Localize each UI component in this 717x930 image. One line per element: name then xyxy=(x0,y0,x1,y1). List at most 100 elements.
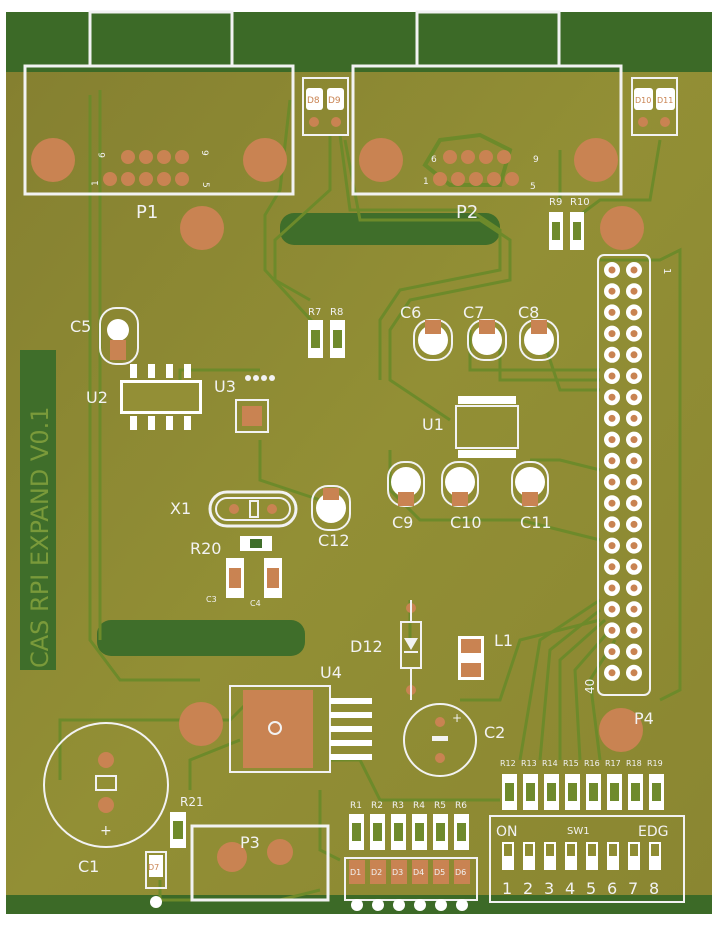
led-d7: D7 xyxy=(145,851,167,908)
led-lens xyxy=(414,899,426,911)
capacitor-c2: + C2 xyxy=(403,703,505,777)
crystal-x1: X1 xyxy=(170,490,298,528)
r21-label: R21 xyxy=(180,795,204,809)
u4-label: U4 xyxy=(320,663,342,682)
p4-pin40-label: 40 xyxy=(583,679,597,694)
led-label: D5 xyxy=(434,868,445,877)
sw1-on-label: ON xyxy=(496,824,518,840)
ground-pour-2 xyxy=(97,620,305,656)
connector-p2: 6 9 1 5 P2 xyxy=(351,10,623,223)
switch-position-label: 8 xyxy=(649,879,659,898)
d7-label: D7 xyxy=(148,863,159,872)
d10-label: D10 xyxy=(635,96,651,105)
led-body xyxy=(370,860,386,884)
resistor-label: R3 xyxy=(392,801,404,811)
led-d8-d9: D8 D9 xyxy=(302,77,349,136)
p2-pin1-label: 1 xyxy=(423,177,429,187)
resistor-label: R12 xyxy=(500,759,516,768)
p3-ref-label: P3 xyxy=(240,833,260,852)
d12-label: D12 xyxy=(350,637,383,656)
led-label: D4 xyxy=(413,868,424,877)
capacitors-c3-c4: C3 C4 xyxy=(206,558,282,608)
p2-mount-hole-right xyxy=(574,138,618,182)
led-label: D2 xyxy=(371,868,382,877)
p1-pin6-label: 6 xyxy=(98,152,108,158)
mount-hole-lower-right xyxy=(599,708,643,752)
led-body xyxy=(433,860,449,884)
diode-d12: D12 xyxy=(350,600,422,700)
d9-label: D9 xyxy=(328,96,341,106)
r9-label: R9 xyxy=(549,197,562,208)
mount-hole-lower-left xyxy=(179,702,223,746)
capacitor-c1: + C1 xyxy=(43,722,169,876)
led-body xyxy=(391,860,407,884)
c2-label: C2 xyxy=(484,723,505,742)
p2-pin5-label: 5 xyxy=(530,182,536,192)
led-label: D3 xyxy=(392,868,403,877)
p1-ref-label: P1 xyxy=(136,202,158,223)
c7-label: C7 xyxy=(463,303,484,322)
regulator-u4: U4 xyxy=(229,663,372,773)
resistor-label: R14 xyxy=(542,759,558,768)
led-lens xyxy=(393,899,405,911)
u1-label: U1 xyxy=(422,415,444,434)
led-d10-d11: D10 D11 xyxy=(631,77,678,136)
switch-position-label: 6 xyxy=(607,879,617,898)
connector-p3: P3 xyxy=(190,824,330,902)
c11-label: C11 xyxy=(520,513,552,532)
resistor-label: R5 xyxy=(434,801,446,811)
x1-label: X1 xyxy=(170,499,191,518)
capacitor-c12: C12 xyxy=(311,485,351,550)
resistor-label: R16 xyxy=(584,759,600,768)
p2-mount-hole-left xyxy=(359,138,403,182)
c1-label: C1 xyxy=(78,857,99,876)
p2-pin9-label: 9 xyxy=(533,155,539,165)
led-lens xyxy=(372,899,384,911)
c10-label: C10 xyxy=(450,513,482,532)
r7-label: R7 xyxy=(308,307,321,318)
resistors-r9-r10: R9 R10 xyxy=(549,197,590,250)
resistor-label: R15 xyxy=(563,759,579,768)
c1-plus-label: + xyxy=(100,823,112,839)
capacitors-c6-c8: C6 C7 C8 xyxy=(400,303,559,361)
r20-label: R20 xyxy=(190,539,221,558)
led-body xyxy=(412,860,428,884)
resistor-label: R13 xyxy=(521,759,537,768)
connector-p1: 6 9 1 5 P1 xyxy=(23,10,295,223)
led-lens xyxy=(456,899,468,911)
led-label: D1 xyxy=(350,868,361,877)
resistor-label: R6 xyxy=(455,801,467,811)
board-title-group: CAS RPI EXPAND V0.1 xyxy=(20,350,56,670)
capacitors-c9-c11: C9 C10 C11 xyxy=(387,461,552,532)
p1-mount-hole-left xyxy=(31,138,75,182)
l1-label: L1 xyxy=(494,631,513,650)
p4-pin1-label: 1 xyxy=(661,268,672,274)
switch-position-label: 4 xyxy=(565,879,575,898)
c3-label: C3 xyxy=(206,595,217,604)
mount-hole-upper-left xyxy=(180,206,224,250)
top-ground-pour xyxy=(6,12,712,72)
c12-label: C12 xyxy=(318,531,350,550)
c9-label: C9 xyxy=(392,513,413,532)
resistors-r7-r8: R7 R8 xyxy=(308,307,345,358)
resistor-label: R17 xyxy=(605,759,621,768)
chip-u1: U1 xyxy=(422,396,519,458)
p2-ref-label: P2 xyxy=(456,202,478,223)
sw1-edge-label: EDG xyxy=(638,824,668,840)
p2-pin6-label: 6 xyxy=(431,155,437,165)
switch-position-label: 1 xyxy=(502,879,512,898)
c4-label: C4 xyxy=(250,599,261,608)
mount-hole-upper-right xyxy=(600,206,644,250)
led-body xyxy=(454,860,470,884)
d8-label: D8 xyxy=(307,96,320,106)
p1-pin9-label: 9 xyxy=(199,150,209,156)
led-lens xyxy=(351,899,363,911)
switch-position-label: 5 xyxy=(586,879,596,898)
resistor-label: R1 xyxy=(350,801,362,811)
c5-label: C5 xyxy=(70,317,91,336)
resistor-label: R4 xyxy=(413,801,425,811)
